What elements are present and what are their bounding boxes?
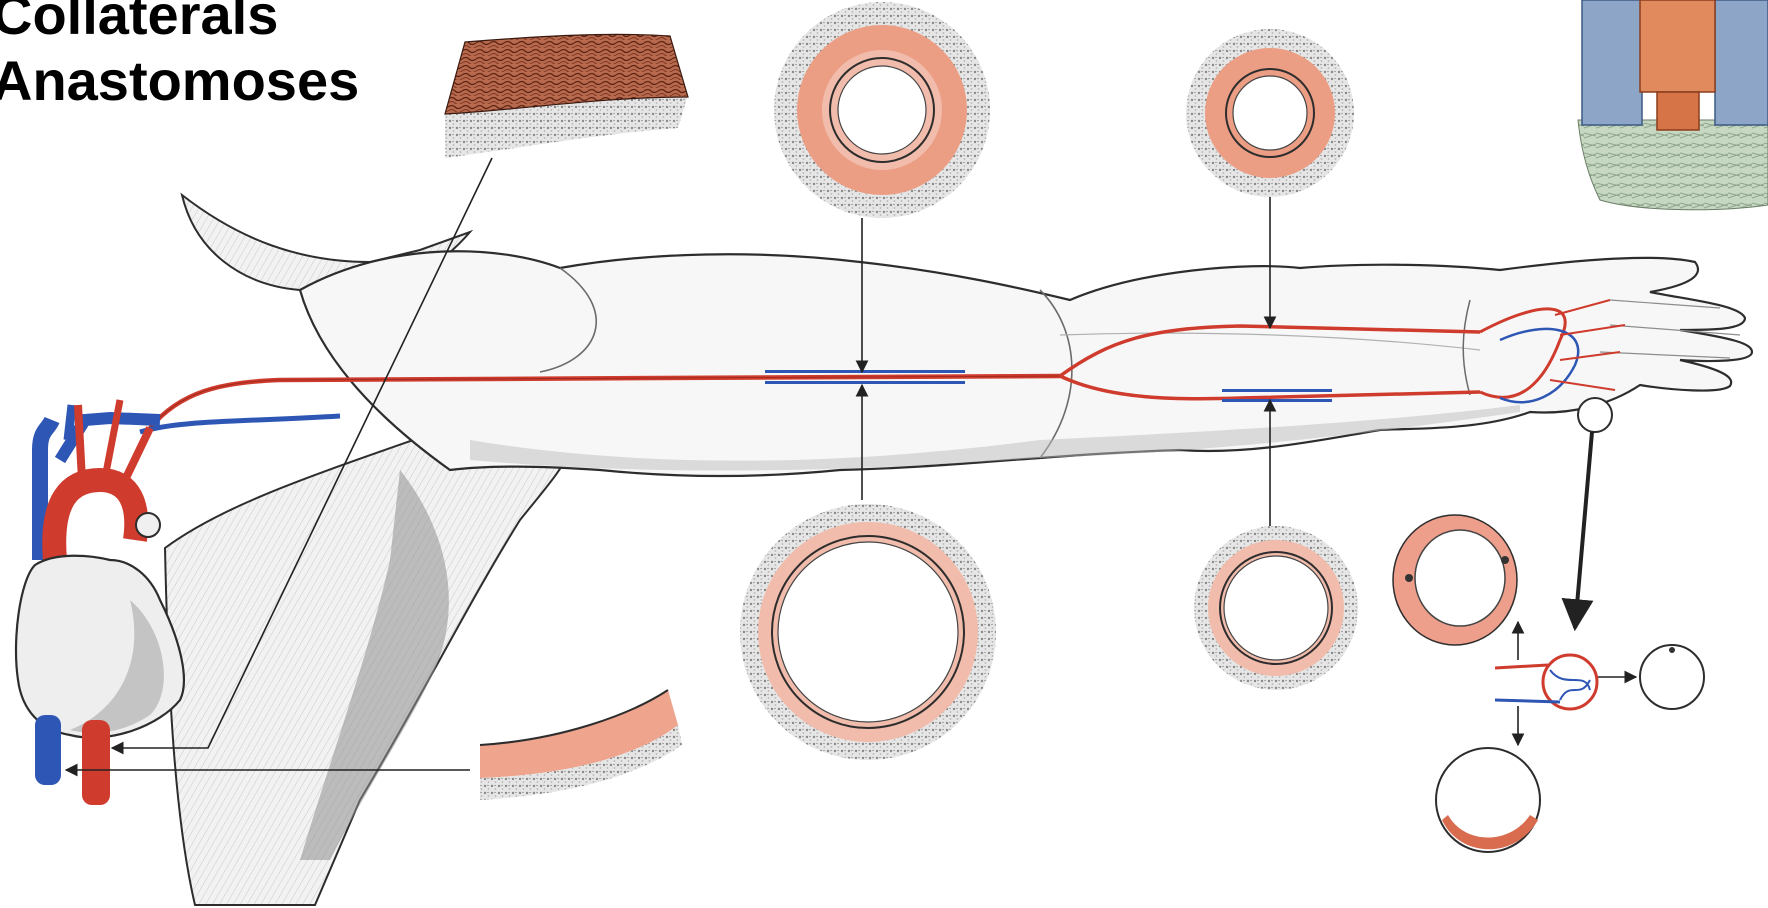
tissue-block-artery-stub: [1657, 92, 1699, 130]
lumen: [1224, 556, 1328, 660]
vein-cross-section-arm: [740, 504, 996, 760]
tissue-block-vein-left: [1582, 0, 1642, 125]
arch-branch-1: [78, 405, 82, 480]
venule-wall: [1436, 748, 1540, 852]
arch-branch-2: [105, 400, 120, 478]
vein-segment-arm-2: [765, 381, 965, 384]
tissue-block-artery: [1640, 0, 1715, 92]
capillary-bed-marker: [1578, 398, 1612, 432]
lumen: [1233, 76, 1307, 150]
inferior-vena-cava: [35, 715, 61, 785]
pulmonary-trunk: [136, 513, 160, 537]
arteriole-cross-section: [1393, 515, 1517, 645]
arteriole-nucleus: [1405, 574, 1413, 582]
artery-cross-section-forearm: [1186, 29, 1354, 197]
vein-segment-forearm-2: [1222, 399, 1332, 402]
capillary-vein-drain: [1495, 700, 1560, 702]
arch-branch-3: [125, 428, 150, 480]
tissue-block-vein-right: [1715, 0, 1768, 125]
aortic-arch: [54, 480, 136, 560]
vein-segment-forearm: [1222, 389, 1332, 392]
arteriole-nucleus-2: [1501, 556, 1509, 564]
tissue-block-corner: [1578, 0, 1768, 210]
lumen: [838, 66, 926, 154]
vein-branch-2: [68, 405, 72, 440]
aorta-wall-section: [445, 34, 688, 158]
capillary-cross-section: [1640, 645, 1704, 709]
vein-wall-media: [480, 690, 678, 778]
vein-cross-section-forearm: [1194, 526, 1358, 690]
descending-aorta: [82, 720, 110, 805]
lumen: [778, 542, 958, 722]
arrow-pointer: [1575, 432, 1592, 628]
artery-cross-section-arm: [774, 2, 990, 218]
vein-segment-arm: [765, 370, 965, 373]
arteriole-lumen: [1415, 530, 1505, 626]
venule-cross-section: [1436, 748, 1540, 852]
tissue-block-green: [1578, 120, 1768, 210]
capillary-wall: [1640, 645, 1704, 709]
capillary-artery-feed: [1495, 665, 1548, 668]
heart-icon: [16, 400, 184, 805]
capillary-network-icon: [1495, 655, 1597, 709]
vein-wall-section: [480, 690, 682, 800]
subclavian-vein: [140, 416, 340, 432]
capillary-nucleus: [1669, 647, 1675, 653]
